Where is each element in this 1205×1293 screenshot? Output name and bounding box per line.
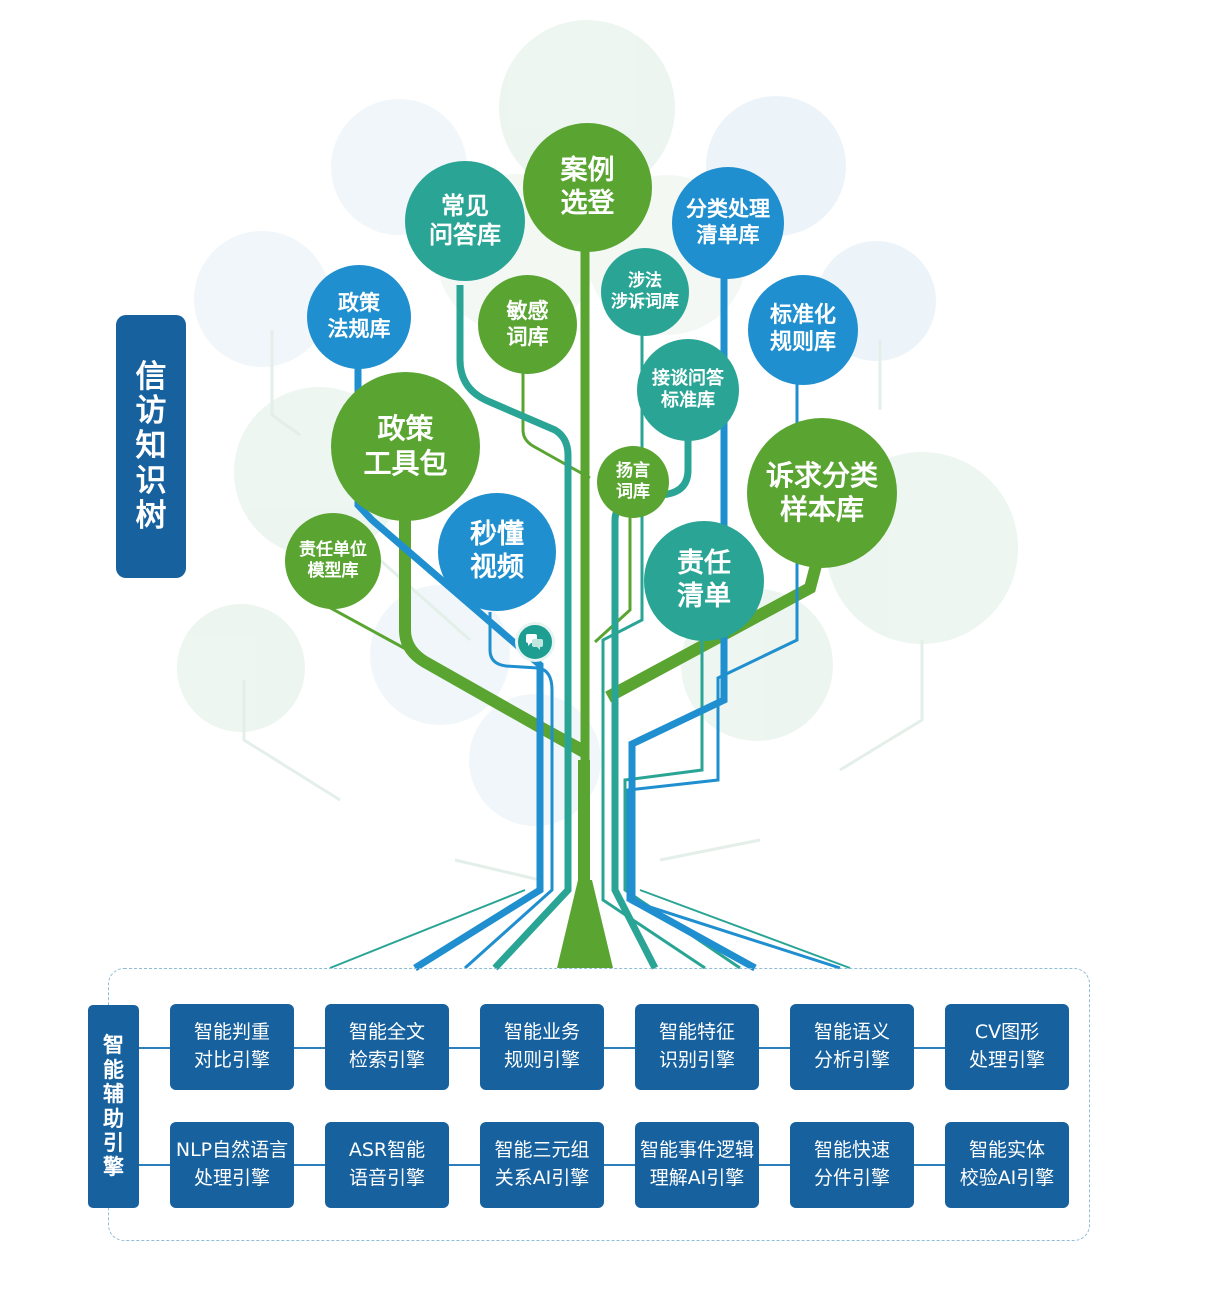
node-appeal-samples[interactable]: 诉求分类样本库 (747, 418, 897, 568)
node-standard-rules[interactable]: 标准化规则库 (748, 275, 858, 385)
engine-event-logic[interactable]: 智能事件逻辑理解AI引擎 (635, 1122, 759, 1208)
node-sensitive-words[interactable]: 敏感词库 (478, 275, 577, 374)
title-char: 知 (135, 428, 167, 465)
node-case-selection[interactable]: 案例选登 (523, 123, 652, 252)
engine-duplicate-comparison[interactable]: 智能判重对比引擎 (170, 1004, 294, 1090)
engine-business-rules[interactable]: 智能业务规则引擎 (480, 1004, 604, 1090)
engine-asr-voice[interactable]: ASR智能语音引擎 (325, 1122, 449, 1208)
video-chat-icon[interactable] (515, 622, 555, 662)
engine-feature-recognition[interactable]: 智能特征识别引擎 (635, 1004, 759, 1090)
engine-fast-dispatch[interactable]: 智能快速分件引擎 (790, 1122, 914, 1208)
engine-entity-verification[interactable]: 智能实体校验AI引擎 (945, 1122, 1069, 1208)
title-char: 识 (135, 462, 167, 499)
node-unit-model[interactable]: 责任单位模型库 (285, 513, 381, 609)
engine-cv-graphics[interactable]: CV图形处理引擎 (945, 1004, 1069, 1090)
node-legal-words[interactable]: 涉法涉诉词库 (601, 248, 689, 336)
page-title: 信 访 知 识 树 (116, 315, 186, 578)
node-threat-words[interactable]: 扬言词库 (597, 446, 669, 518)
title-char: 访 (135, 393, 167, 430)
engine-semantic-analysis[interactable]: 智能语义分析引擎 (790, 1004, 914, 1090)
node-quick-video[interactable]: 秒懂视频 (438, 493, 556, 611)
engine-triple-relation[interactable]: 智能三元组关系AI引擎 (480, 1122, 604, 1208)
trunk-base (557, 880, 613, 968)
title-char: 信 (135, 358, 167, 395)
title-char: 树 (135, 497, 167, 534)
engine-section-label: 智 能 辅 助 引 擎 (88, 1005, 139, 1208)
node-classification-checklist[interactable]: 分类处理清单库 (672, 167, 784, 279)
node-faq-library[interactable]: 常见问答库 (405, 161, 525, 281)
node-policy-regulation[interactable]: 政策法规库 (307, 265, 411, 369)
engine-fulltext-search[interactable]: 智能全文检索引擎 (325, 1004, 449, 1090)
engine-nlp[interactable]: NLP自然语言处理引擎 (170, 1122, 294, 1208)
node-responsibility-list[interactable]: 责任清单 (644, 521, 764, 641)
chat-bubble-icon (526, 634, 543, 650)
node-reception-qa[interactable]: 接谈问答标准库 (637, 339, 739, 441)
node-policy-toolkit[interactable]: 政策工具包 (331, 372, 480, 521)
